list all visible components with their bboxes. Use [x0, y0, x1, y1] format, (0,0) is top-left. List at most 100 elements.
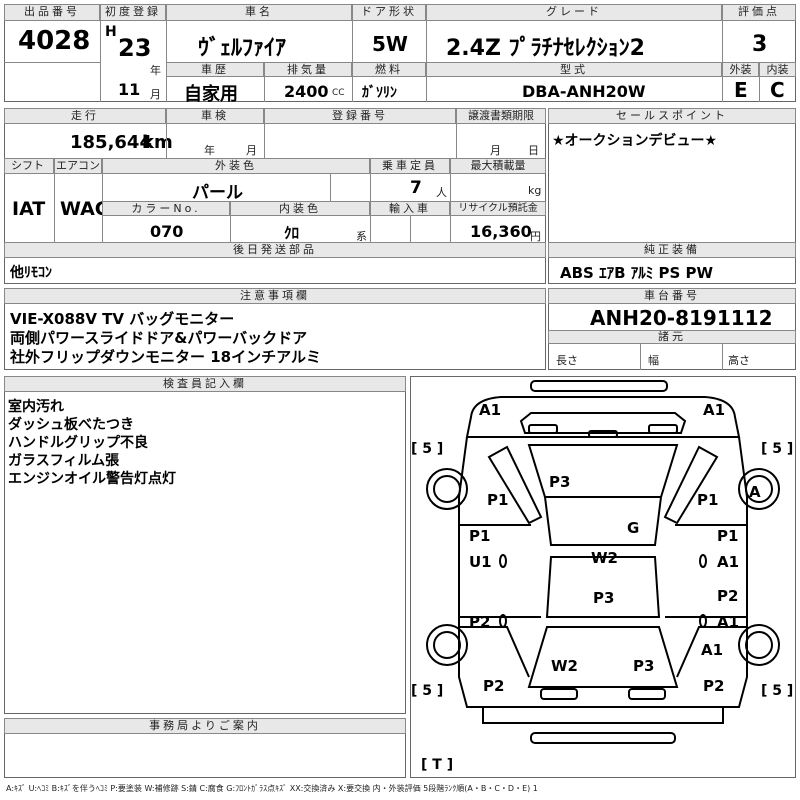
equipment: ABS ｴｱB ｱﾙﾐ PS PW — [560, 264, 714, 282]
era-letter: H — [105, 24, 117, 40]
aircon: WAC — [60, 198, 109, 220]
interior-label: 内装 — [759, 62, 796, 77]
displacement-label: 排気量 — [264, 62, 352, 77]
car-name: ｳﾞｪﾙﾌｧｲｱ — [198, 36, 287, 61]
inspection-year-unit: 年 — [204, 144, 215, 157]
history: 自家用 — [184, 84, 238, 105]
capacity: 7 — [410, 178, 422, 198]
month-unit: 月 — [150, 88, 161, 101]
damage-mark: P3 — [633, 657, 655, 675]
inspector-label: 検査員記入欄 — [4, 376, 406, 392]
damage-mark: P2 — [717, 587, 739, 605]
interior-score: C — [770, 78, 785, 102]
damage-mark: P1 — [469, 527, 491, 545]
transfer-month-unit: 月 — [490, 144, 501, 157]
reg-year: 23 — [118, 34, 152, 62]
damage-diagram: A1 A1 [ 5 ] [ 5 ] P3 P1 P1 A G P1 U1 W2 … — [410, 376, 796, 778]
damage-mark: A1 — [703, 401, 726, 419]
score-label: 評価点 — [722, 4, 796, 21]
fuel-label: 燃料 — [352, 62, 426, 77]
recycle-label: リサイクル預託金 — [450, 201, 546, 216]
damage-mark: W2 — [551, 657, 578, 675]
legend: A:ｷｽﾞ U:ﾍｺﾐ B:ｷｽﾞを伴うﾍｺﾐ P:要塗装 W:補修跡 S:錆 … — [6, 784, 538, 793]
color: パール — [192, 183, 243, 203]
recycle-fee: 16,360 — [470, 222, 532, 241]
inspector-line: ダッシュ板べたつき — [8, 417, 134, 433]
note-line: 社外フリップダウンモニター 18インチアルミ — [10, 348, 321, 366]
mileage-label: 走行 — [4, 108, 166, 124]
inspector-line: エンジンオイル警告灯点灯 — [8, 471, 176, 487]
damage-mark: W2 — [591, 549, 618, 567]
damage-mark: P2 — [483, 677, 505, 695]
damage-mark: P3 — [593, 589, 615, 607]
model-label: 型式 — [426, 62, 722, 77]
damage-mark: U1 — [469, 553, 492, 571]
color-label: 外装色 — [102, 158, 370, 174]
model: DBA-ANH20W — [522, 82, 646, 101]
load-unit: kg — [528, 184, 542, 197]
exterior-label: 外装 — [722, 62, 759, 77]
damage-mark: P1 — [697, 491, 719, 509]
sales-point: ★オークションデビュー★ — [552, 133, 718, 149]
first-reg-label: 初度登録 — [100, 4, 166, 21]
fuel: ｶﾞｿﾘﾝ — [362, 85, 397, 101]
door-label: ドア形状 — [352, 4, 426, 21]
damage-mark: [ 5 ] — [761, 441, 794, 457]
inspection-label: 車検 — [166, 108, 264, 124]
damage-mark: A — [749, 483, 761, 501]
interior-color: ｸﾛ — [284, 224, 300, 242]
height-label: 高さ — [728, 354, 750, 367]
year-unit: 年 — [150, 64, 161, 77]
width-label: 幅 — [648, 354, 659, 367]
displacement: 2400 — [284, 82, 329, 101]
interior-color-unit: 系 — [356, 230, 367, 243]
shift-label: シフト — [4, 158, 54, 174]
mileage: 185,644 — [70, 132, 152, 153]
chassis-label: 車台番号 — [548, 288, 796, 304]
damage-mark: A1 — [479, 401, 502, 419]
inspection-month-unit: 月 — [246, 144, 257, 157]
grade: 2.4Z ﾌﾟﾗﾁﾅｾﾚｸｼｮﾝ2 — [446, 36, 645, 61]
spec-label: 諸元 — [548, 330, 796, 344]
interior-color-label: 内装色 — [230, 201, 370, 216]
reg-no-label: 登録番号 — [264, 108, 456, 124]
history-label: 車歴 — [166, 62, 264, 77]
color-no-label: カラーNo. — [102, 201, 230, 216]
color-no: 070 — [150, 222, 184, 241]
damage-mark: P1 — [717, 527, 739, 545]
damage-mark: [ 5 ] — [411, 441, 444, 457]
lot-label: 出品番号 — [4, 4, 100, 21]
mileage-unit: km — [142, 132, 173, 153]
damage-mark: P1 — [487, 491, 509, 509]
damage-mark: P2 — [469, 613, 491, 631]
damage-mark: P2 — [703, 677, 725, 695]
transfer-day-unit: 日 — [528, 144, 539, 157]
grade-label: グレード — [426, 4, 722, 21]
inspector-line: 室内汚れ — [8, 399, 64, 415]
office-label: 事務局よりご案内 — [4, 718, 406, 734]
name-label: 車名 — [166, 4, 352, 21]
sales-point-label: セールスポイント — [548, 108, 796, 124]
capacity-unit: 人 — [436, 186, 447, 199]
exterior-score: E — [734, 78, 748, 102]
damage-mark: A1 — [717, 613, 740, 631]
lot-number: 4028 — [18, 26, 91, 56]
capacity-label: 乗車定員 — [370, 158, 450, 174]
shift: IAT — [12, 198, 46, 220]
inspector-line: ハンドルグリップ不良 — [8, 435, 148, 451]
later-parts: 他ﾘﾓｺﾝ — [10, 265, 52, 281]
later-parts-label: 後日発送部品 — [4, 242, 546, 258]
reg-month: 11 — [118, 80, 141, 99]
score: 3 — [752, 32, 768, 57]
equipment-label: 純正装備 — [548, 242, 796, 258]
length-label: 長さ — [556, 354, 578, 367]
damage-mark: [ 5 ] — [761, 683, 794, 699]
load-label: 最大積載量 — [450, 158, 546, 174]
aircon-label: エアコン — [54, 158, 102, 174]
damage-mark: A1 — [701, 641, 724, 659]
damage-mark: P3 — [549, 473, 571, 491]
displacement-unit: CC — [332, 88, 345, 98]
chassis-number: ANH20-8191112 — [590, 306, 773, 330]
damage-mark: A1 — [717, 553, 740, 571]
notes-label: 注意事項欄 — [4, 288, 546, 304]
